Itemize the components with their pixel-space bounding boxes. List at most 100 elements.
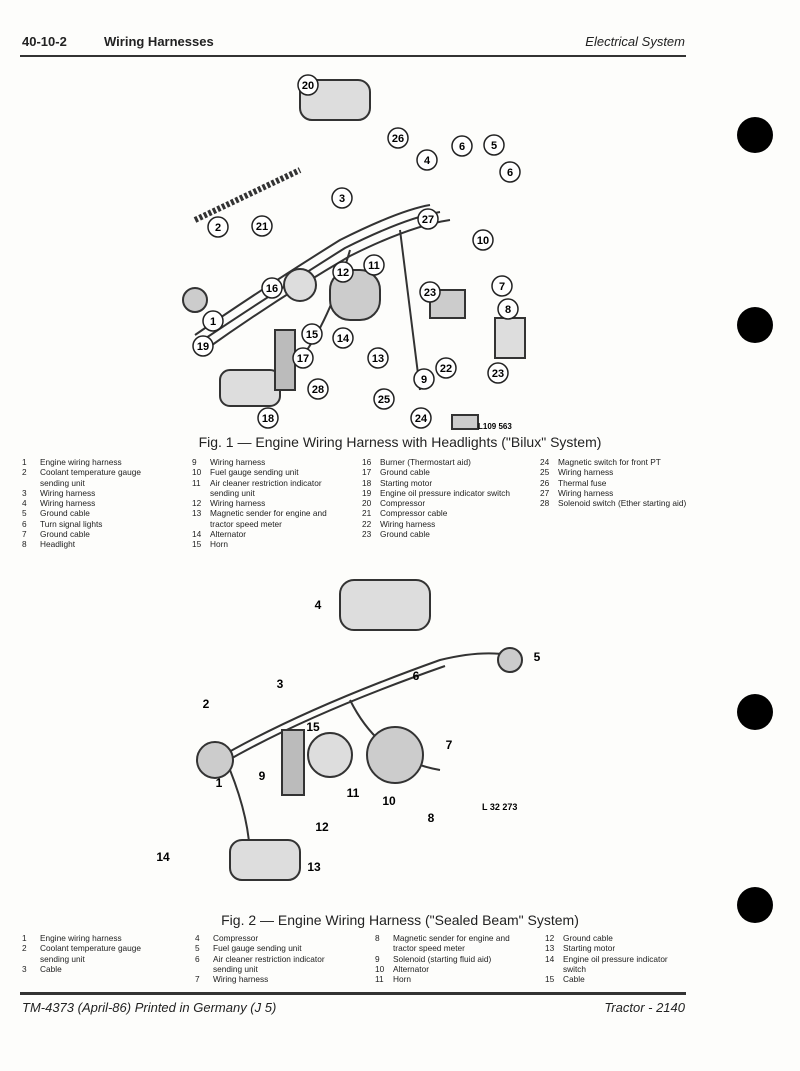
- callout-number: 10: [477, 235, 489, 247]
- callout-number: 11: [347, 786, 360, 800]
- legend-number: 3: [22, 487, 27, 498]
- callout-circle: [416, 149, 438, 171]
- legend-label: Cable: [563, 974, 585, 985]
- legend-number: 4: [22, 498, 27, 509]
- legend-number: 8: [375, 933, 380, 943]
- legend-number: 13: [192, 508, 202, 519]
- legend-label: Wiring harness: [210, 457, 266, 467]
- legend-number: 4: [195, 933, 200, 943]
- legend-label: Engine wiring harness: [40, 457, 122, 467]
- legend-number: 1: [22, 933, 27, 943]
- callout-circle: [472, 229, 494, 251]
- callout-number: 13: [372, 353, 384, 365]
- legend-number: 13: [545, 943, 555, 954]
- callout-circle: [301, 323, 323, 345]
- legend-number: 15: [192, 539, 202, 550]
- legend-label: Alternator: [393, 963, 429, 974]
- legend-label: Ground cable: [40, 508, 90, 519]
- page-number: 40-10-2: [22, 34, 67, 49]
- fig2-caption: Fig. 2 — Engine Wiring Harness ("Sealed …: [221, 912, 579, 928]
- binder-hole: [737, 307, 773, 343]
- binder-hole: [737, 694, 773, 730]
- callout-circle: [367, 347, 389, 369]
- callout-circle: [387, 127, 409, 149]
- legend-label: Solenoid (starting fluid aid): [393, 953, 492, 964]
- callout-number: 12: [315, 820, 329, 834]
- legend-number: 23: [362, 529, 372, 540]
- callout-number: 15: [306, 720, 320, 734]
- legend-item: 1 Engine wiring harness: [22, 457, 162, 467]
- callout-number: 6: [413, 669, 420, 683]
- callout-number: 20: [302, 80, 314, 92]
- legend-number: 5: [22, 508, 27, 519]
- legend-number: 16: [362, 457, 372, 467]
- binder-hole: [737, 887, 773, 923]
- callout-circle: [451, 135, 473, 157]
- callout-number: 11: [368, 260, 380, 272]
- legend-number: 2: [22, 467, 27, 478]
- footer-model: Tractor - 2140: [604, 1000, 685, 1015]
- legend-number: 18: [362, 477, 372, 488]
- section-title: Wiring Harnesses: [104, 34, 214, 49]
- legend-label: Coolant temperature gauge sending unit: [40, 943, 142, 964]
- legend-number: 24: [540, 457, 550, 467]
- legend-number: 22: [362, 518, 372, 529]
- callout-number: 13: [307, 860, 321, 874]
- legend-number: 26: [540, 477, 550, 488]
- legend-label: Starting motor: [380, 477, 433, 488]
- legend-label: Starting motor: [563, 943, 616, 954]
- callout-circle: [332, 261, 354, 283]
- callout-number: 9: [259, 769, 266, 783]
- legend-number: 10: [192, 467, 202, 478]
- legend-number: 14: [192, 529, 202, 540]
- callout-number: 14: [156, 850, 170, 864]
- callout-number: 6: [507, 167, 513, 179]
- header-rule: [20, 55, 686, 57]
- legend-label: Cable: [40, 963, 62, 974]
- callout-number: 10: [382, 794, 396, 808]
- legend-label: Engine oil pressure indicator switch: [563, 953, 668, 974]
- callout-circle: [419, 281, 441, 303]
- fig1-caption: Fig. 1 — Engine Wiring Harness with Head…: [198, 434, 602, 450]
- legend-label: Horn: [393, 974, 411, 985]
- legend-number: 1: [22, 457, 27, 467]
- legend-label: Burner (Thermostart aid): [380, 457, 471, 467]
- footer-doc-id: TM-4373 (April-86) Printed in Germany (J…: [22, 1000, 277, 1015]
- legend-number: 7: [195, 974, 200, 985]
- callout-circle: [192, 335, 214, 357]
- legend-number: 15: [545, 974, 555, 985]
- legend-label: Air cleaner restriction indicator sendin…: [210, 477, 322, 498]
- legend-label: Engine oil pressure indicator switch: [380, 487, 511, 498]
- legend-number: 21: [362, 508, 372, 519]
- callout-circle: [363, 254, 385, 276]
- callout-number: 21: [256, 221, 268, 233]
- legend-label: Engine wiring harness: [40, 933, 122, 943]
- legend-number: 6: [195, 953, 200, 964]
- callout-circle: [483, 134, 505, 156]
- callout-number: 23: [424, 287, 436, 299]
- legend-label: Wiring harness: [380, 518, 436, 529]
- legend-label: Ground cable: [40, 529, 90, 540]
- legend-label: Alternator: [210, 529, 246, 540]
- callout-number: 7: [446, 738, 453, 752]
- callout-circle: [491, 275, 513, 297]
